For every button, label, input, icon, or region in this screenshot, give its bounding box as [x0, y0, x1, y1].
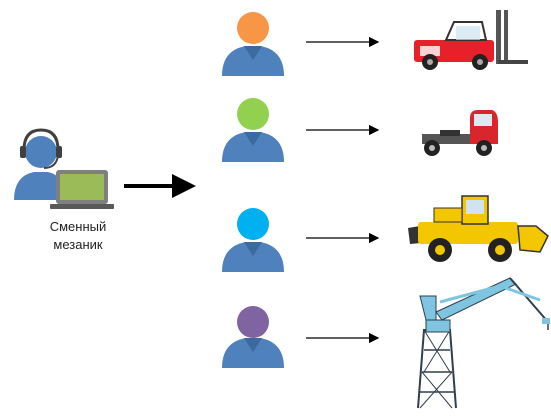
wheel-loader-icon [408, 195, 549, 262]
forklift-icon [414, 10, 528, 70]
user-head [237, 306, 269, 338]
operator-label-line1: Сменный [49, 219, 107, 234]
user-row-1 [222, 12, 380, 76]
port-crane-icon [417, 277, 550, 409]
user-icon [222, 12, 284, 76]
user-row-3 [222, 208, 380, 272]
user-row-2 [222, 98, 380, 162]
user-head [237, 12, 269, 44]
operator-headset-laptop-icon [14, 128, 114, 209]
terminal-tractor-icon [422, 110, 498, 156]
user-icon [222, 208, 284, 272]
user-head [237, 208, 269, 240]
user-icon [222, 306, 284, 368]
operator-label-line2: мезаник [53, 237, 103, 252]
operator-label: Сменный мезаник [28, 218, 128, 254]
user-icon [222, 98, 284, 162]
user-row-4 [222, 306, 380, 368]
user-head [237, 98, 269, 130]
